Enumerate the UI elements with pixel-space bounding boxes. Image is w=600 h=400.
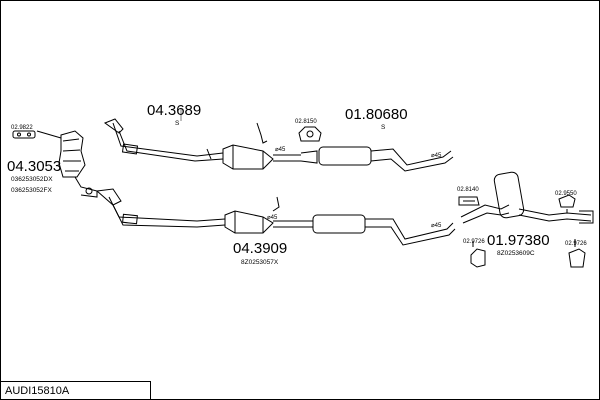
rubber-right2-part: [568, 239, 586, 268]
pipe-dia-2-label: ⌀45: [431, 153, 442, 159]
pipe-dia-3-label: ⌀45: [431, 223, 442, 229]
clamp-rear-part: [458, 196, 480, 206]
manifold-part: [58, 130, 98, 198]
clamp-upper-label: 02.8150: [295, 119, 317, 125]
clamp-upper-part: [298, 126, 322, 142]
reference-label: AUDI15810A: [5, 385, 70, 397]
rear-pipe-upper-part: [300, 146, 454, 172]
rear-silencer-label: 01.97380: [487, 232, 550, 249]
front-pipe-upper-label: 04.3689: [147, 102, 201, 119]
front-pipe-upper-marker: S: [175, 120, 180, 127]
pipe-dia-1-label: ⌀45: [275, 147, 286, 153]
rubber-left-label: 02.9726: [463, 239, 485, 245]
front-pipe-lower-part: [95, 188, 456, 246]
rear-pipe-upper-marker: S: [381, 124, 386, 131]
manifold-label: 04.3053: [7, 158, 61, 175]
rubber-right2-label: 02.9726: [565, 241, 587, 247]
manifold-leader: [36, 130, 62, 139]
rubber-left-part: [470, 241, 486, 268]
rubber-right1-part: [558, 194, 576, 213]
gasket-part: [12, 130, 36, 139]
gasket-top-left-label: 02.9822: [11, 125, 33, 131]
manifold-code1-label: 036253052DX: [11, 176, 53, 183]
front-pipe-upper-part: [103, 118, 301, 170]
clamp-rear-label: 02.8140: [457, 187, 479, 193]
manifold-code2-label: 036253052FX: [11, 187, 53, 194]
front-pipe-lower-label: 04.3909: [233, 240, 287, 257]
rear-silencer-part: [460, 171, 594, 224]
rubber-right1-label: 02.9550: [555, 191, 577, 197]
pipe-dia-4-label: ⌀45: [267, 215, 278, 221]
rear-silencer-code: 8Z0253609C: [497, 250, 535, 257]
rear-pipe-upper-label: 01.80680: [345, 106, 408, 123]
reference-box: AUDI15810A: [1, 381, 151, 399]
front-pipe-lower-code: 8Z0253057X: [241, 259, 279, 266]
